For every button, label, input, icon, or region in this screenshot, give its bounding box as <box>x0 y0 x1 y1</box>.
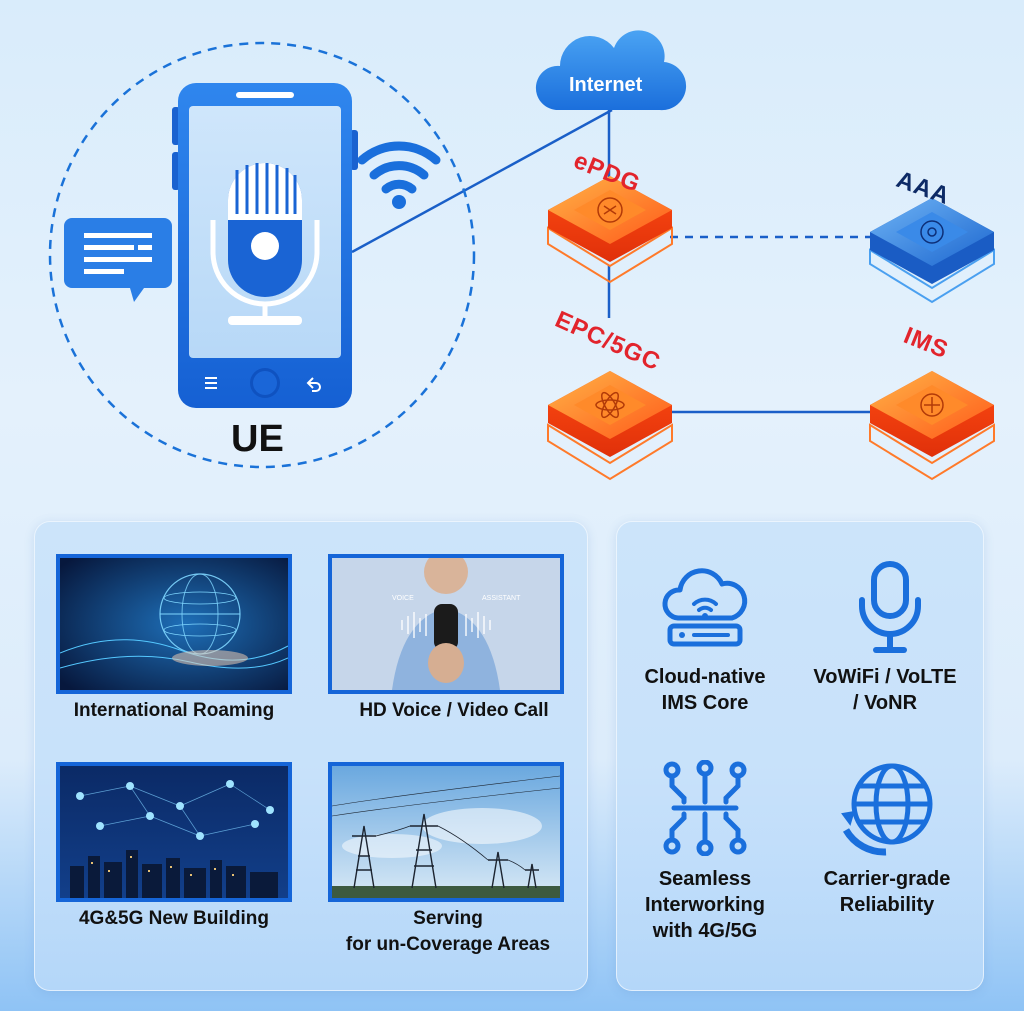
scenario-caption-uncovered: Serving for un-Coverage Areas <box>308 906 588 958</box>
scenario-caption-new-building: 4G&5G New Building <box>78 908 270 929</box>
feature-interworking-line3: with 4G/5G <box>652 920 758 942</box>
scenario-image-hd-voice: VOICE ASSISTANT <box>328 554 564 694</box>
wifi-icon <box>357 141 441 194</box>
scenario-caption-uncovered-line2: for un-Coverage Areas <box>345 934 551 955</box>
feature-cloud-line1: Cloud-native <box>644 666 766 688</box>
power-lines-photo <box>332 766 560 898</box>
epdg-node-icon <box>547 176 673 284</box>
feature-reliability-line1: Carrier-grade <box>823 868 951 890</box>
aaa-node-icon <box>869 198 995 304</box>
feature-caption-reliability: Carrier-grade Reliability <box>792 866 982 918</box>
svg-text:VOICE: VOICE <box>392 595 414 602</box>
scenario-caption-uncovered-line1: Serving <box>413 908 483 929</box>
scenario-image-roaming <box>56 554 292 694</box>
feature-caption-vowifi: VoWiFi / VoLTE / VoNR <box>790 664 980 716</box>
ue-label: UE <box>231 418 284 460</box>
microphone-icon <box>210 163 320 325</box>
feature-interworking-line2: Interworking <box>644 894 765 916</box>
svg-text:ASSISTANT: ASSISTANT <box>482 595 521 602</box>
scenario-image-new-building <box>56 762 292 902</box>
chat-bubble-icon <box>64 218 172 302</box>
globe-network-photo <box>60 558 288 690</box>
microphone-icon <box>859 561 921 653</box>
voice-assistant-photo: VOICE ASSISTANT <box>332 558 560 690</box>
internet-label: Internet <box>569 74 643 96</box>
feature-vowifi-line2: / VoNR <box>852 692 918 714</box>
globe-refresh-icon <box>841 763 933 856</box>
circuit-icon <box>663 760 747 856</box>
scenario-image-uncovered <box>328 762 564 902</box>
scenario-caption-roaming: International Roaming <box>73 700 275 721</box>
ims-node-icon <box>869 371 995 481</box>
scenario-caption-hd-voice: HD Voice / Video Call <box>359 700 549 721</box>
epc-5gc-node-icon <box>547 371 673 481</box>
feature-cloud-line2: IMS Core <box>661 692 749 714</box>
smartphone-icon <box>172 83 358 408</box>
features-panel <box>616 521 984 991</box>
smart-city-photo <box>60 766 288 898</box>
ue-to-epdg-link <box>351 108 613 254</box>
feature-caption-cloud-ims: Cloud-native IMS Core <box>610 664 800 716</box>
feature-caption-interworking: Seamless Interworking with 4G/5G <box>610 866 800 944</box>
feature-interworking-line1: Seamless <box>658 868 752 890</box>
internet-cloud-icon <box>535 30 687 111</box>
ue-coverage-circle <box>48 41 476 469</box>
cloud-wifi-icon <box>662 568 748 647</box>
feature-vowifi-line1: VoWiFi / VoLTE <box>813 666 957 688</box>
feature-reliability-line2: Reliability <box>839 894 935 916</box>
